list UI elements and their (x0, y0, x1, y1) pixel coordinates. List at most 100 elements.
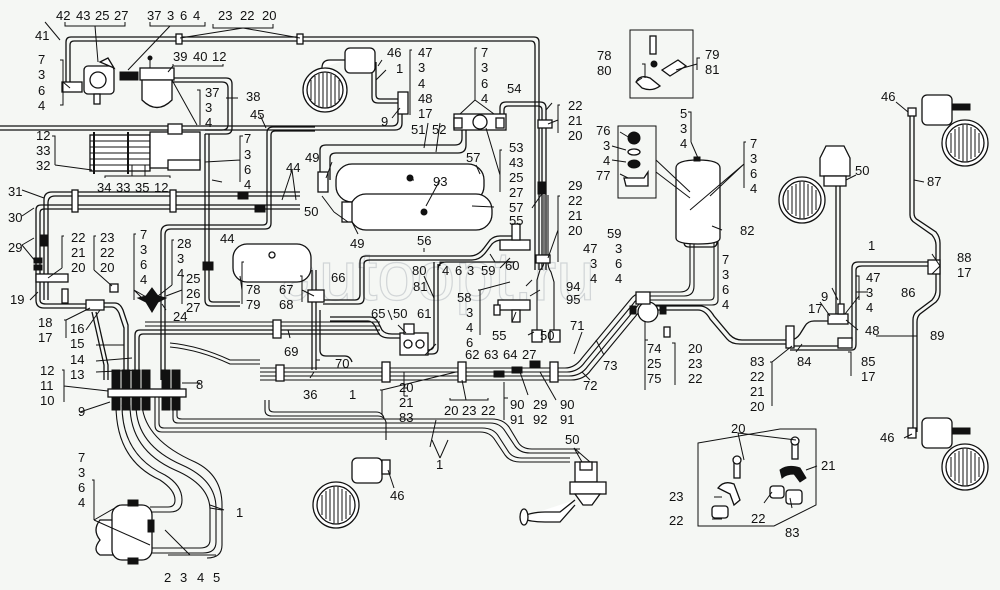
label: 4 (418, 76, 425, 91)
label: 94 (566, 279, 580, 294)
tank-82 (675, 156, 721, 245)
tee-fitting (85, 299, 105, 311)
label: 6 (466, 335, 473, 350)
label: 23 (462, 403, 476, 418)
label: 7 (722, 252, 729, 267)
label: 14 (70, 352, 84, 367)
label: 21 (568, 208, 582, 223)
label: 37 (147, 8, 161, 23)
label: 7 (750, 136, 757, 151)
label: 29 (8, 240, 22, 255)
label: 4 (442, 263, 449, 278)
label: 1 (349, 387, 356, 402)
label: 9 (821, 289, 828, 304)
lamp-bottom-right (921, 417, 989, 491)
label: 61 (417, 306, 431, 321)
label: 64 (503, 347, 517, 362)
label: 9 (381, 114, 388, 129)
label: 20 (262, 8, 276, 23)
label: 33 (116, 180, 130, 195)
leader-lines (21, 21, 941, 556)
label: 12 (40, 363, 54, 378)
label: 27 (522, 347, 536, 362)
label: 4 (78, 495, 85, 510)
label: 83 (399, 410, 413, 425)
label: 67 (279, 282, 293, 297)
label: 20 (100, 260, 114, 275)
label: 53 (509, 140, 523, 155)
label: 6 (78, 480, 85, 495)
label: 83 (785, 525, 799, 540)
label: 50 (393, 306, 407, 321)
label: 4 (205, 115, 212, 130)
label: 7 (481, 45, 488, 60)
label: 50 (304, 204, 318, 219)
label: 44 (220, 231, 234, 246)
label: 35 (135, 180, 149, 195)
fittings (33, 33, 941, 439)
label: 3 (205, 100, 212, 115)
label: 49 (350, 236, 364, 251)
label: 5 (213, 570, 220, 585)
label: 20 (688, 341, 702, 356)
label: 6 (140, 257, 147, 272)
label: 6 (481, 76, 488, 91)
lamp-bottom-middle (312, 457, 391, 529)
label: 1 (396, 61, 403, 76)
label: 4 (680, 136, 687, 151)
label: 24 (173, 309, 187, 324)
label: 48 (865, 323, 879, 338)
label: 50 (855, 163, 869, 178)
label: 15 (70, 336, 84, 351)
label: 81 (705, 62, 719, 77)
inset-clamp-parts (697, 428, 817, 527)
label: 46 (881, 89, 895, 104)
label: 91 (510, 412, 524, 427)
label: 60 (505, 258, 519, 273)
label: 20 (731, 421, 745, 436)
label: 4 (244, 177, 251, 192)
label: 20 (568, 128, 582, 143)
label: 7 (140, 227, 147, 242)
label: 54 (507, 81, 521, 96)
label: 46 (387, 45, 401, 60)
label: 3 (140, 242, 147, 257)
label: 93 (433, 174, 447, 189)
label: 69 (284, 344, 298, 359)
label: 21 (71, 245, 85, 260)
label: 3 (481, 60, 488, 75)
label: 3 (866, 285, 873, 300)
label: 21 (568, 113, 582, 128)
label: 55 (509, 213, 523, 228)
label: 86 (901, 285, 915, 300)
label: 2 (164, 570, 171, 585)
label: 6 (750, 166, 757, 181)
label: 73 (603, 358, 617, 373)
label: 6 (455, 263, 462, 278)
inset-clip-78 (629, 29, 694, 99)
label: 45 (250, 107, 264, 122)
label: 3 (590, 256, 597, 271)
label: 56 (417, 233, 431, 248)
label: 31 (8, 184, 22, 199)
valve-24 (136, 287, 168, 313)
lamp-top-right (921, 94, 989, 167)
label: 38 (246, 89, 260, 104)
label: 3 (180, 570, 187, 585)
label: 51 (411, 122, 425, 137)
label: 47 (583, 241, 597, 256)
label: 57 (509, 200, 523, 215)
label: 20 (399, 380, 413, 395)
air-tank-left (232, 243, 312, 283)
valve-50-lower (519, 461, 607, 526)
label: 29 (568, 178, 582, 193)
lamp-mid-right (778, 176, 826, 224)
label: 50 (565, 432, 579, 447)
label: 62 (465, 347, 479, 362)
label: 4 (177, 266, 184, 281)
label: 23 (100, 230, 114, 245)
cooling-coil (89, 123, 201, 174)
label: 17 (808, 301, 822, 316)
